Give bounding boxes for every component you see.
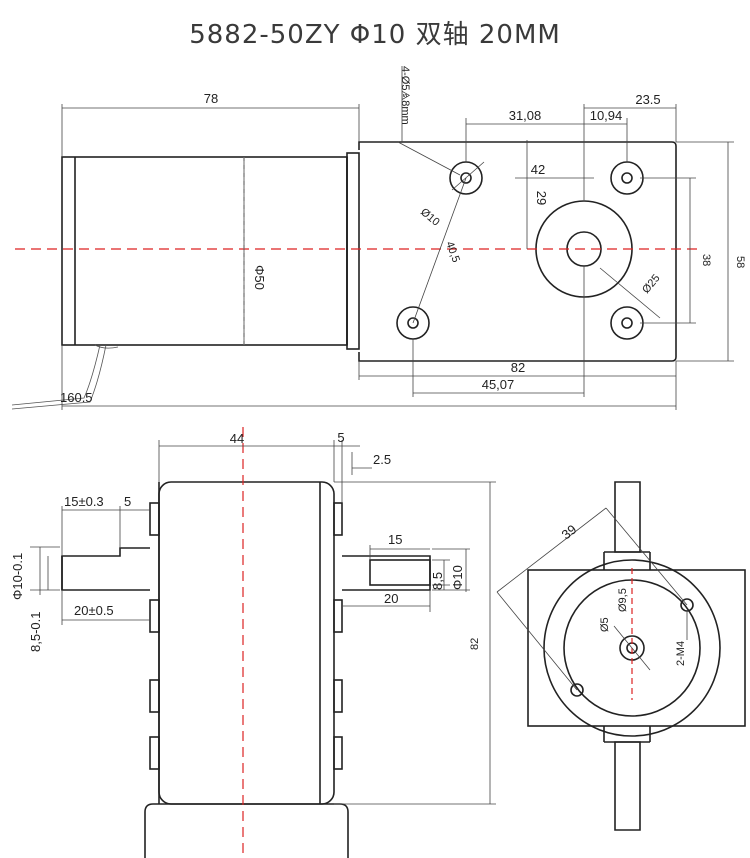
dim-23-5: 23.5 — [635, 92, 660, 107]
dim-2-5: 2.5 — [373, 452, 391, 467]
dim-45-07: 45,07 — [482, 377, 515, 392]
dim-8-5-right: 8,5 — [430, 572, 445, 590]
note-holes: 4-Ø5⧌8mm — [399, 66, 411, 125]
mount-hole-4 — [610, 306, 644, 340]
front-view: 39 Ø5 Ø9,5 2-M4 — [496, 481, 746, 831]
dim-42: 42 — [531, 162, 545, 177]
dim-40-5: 40,5 — [443, 240, 462, 264]
dim-31-08: 31,08 — [509, 108, 542, 123]
dim-160-5: 160.5 — [60, 390, 93, 405]
tapped-hole-2 — [570, 683, 584, 697]
shaft-bottom-front — [614, 741, 641, 831]
dim-82-side: 82 — [469, 638, 481, 650]
dim-38: 38 — [700, 254, 712, 266]
shaft-top-front — [614, 481, 641, 553]
dim-20-0-5: 20±0.5 — [74, 603, 114, 618]
dim-39: 39 — [559, 522, 580, 543]
dim-phi50: Φ50 — [252, 265, 267, 290]
dim-5-left: 5 — [124, 494, 131, 509]
dim-phi10-left: Φ10-0.1 — [10, 553, 25, 600]
dim-phi25: Ø25 — [640, 272, 663, 296]
dim-15-right: 15 — [388, 532, 402, 547]
motor-body-top — [61, 156, 348, 346]
dim-15-0-3: 15±0.3 — [64, 494, 104, 509]
dim-phi5: Ø5 — [599, 617, 611, 632]
dim-8-5-left: 8,5-0.1 — [28, 612, 43, 652]
mount-hole-2 — [610, 161, 644, 195]
dim-29: 29 — [534, 191, 549, 205]
top-view: 78 31,08 10,94 23.5 42 29 4-Ø5⧌8mm Ø10 4… — [11, 66, 746, 410]
side-view: 44 5 2.5 15±0.3 5 Φ10-0.1 8,5-0.1 20±0.5… — [10, 427, 496, 858]
left-shaft — [61, 547, 150, 591]
dim-44: 44 — [230, 431, 244, 446]
dim-5: 5 — [337, 430, 344, 445]
drawing-title: 5882-50ZY Φ10 双轴 20MM — [189, 20, 561, 50]
dim-20-right: 20 — [384, 591, 398, 606]
dim-phi10-hole: Ø10 — [418, 206, 442, 229]
dim-phi9-5: Ø9,5 — [617, 588, 629, 612]
gearbox-side-body — [158, 481, 335, 805]
dim-phi10-right: Φ10 — [450, 565, 465, 590]
gearbox-top — [358, 141, 677, 362]
dim-78: 78 — [204, 91, 218, 106]
dim-82: 82 — [511, 360, 525, 375]
dim-10-94: 10,94 — [590, 108, 623, 123]
front-flange — [527, 569, 746, 727]
front-housing-circle — [543, 559, 721, 737]
dim-2-m4: 2-M4 — [675, 641, 687, 666]
dim-58: 58 — [734, 256, 746, 268]
